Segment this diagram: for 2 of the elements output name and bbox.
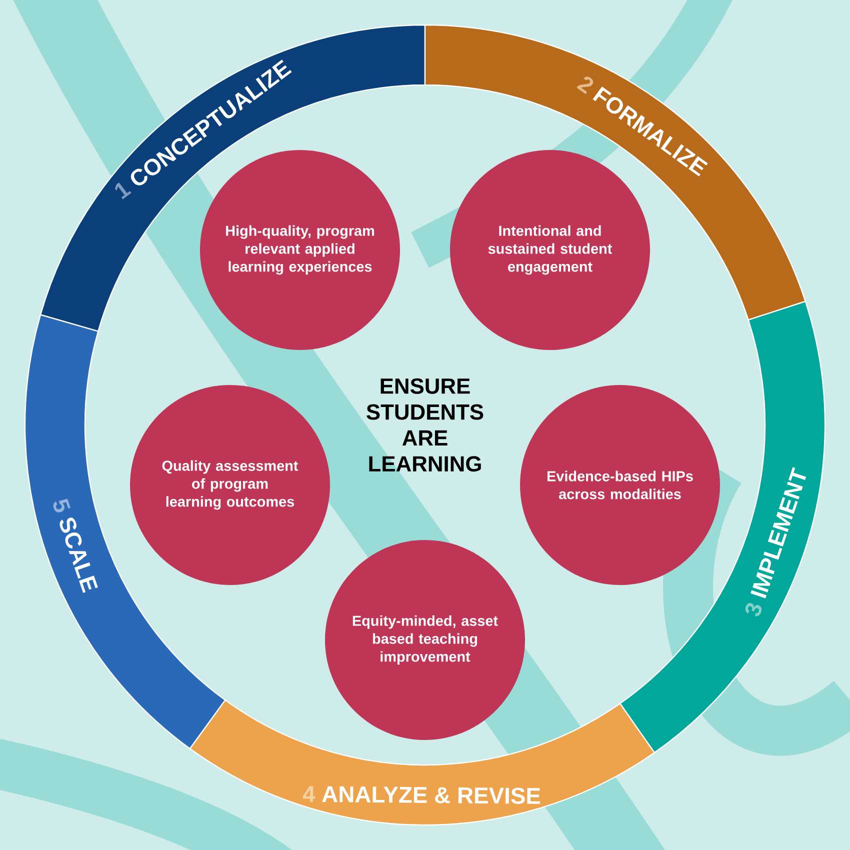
- ring-segment: 4 ANALYZE & REVISE: [189, 699, 656, 826]
- center-heading: ENSURE STUDENTS ARE LEARNING: [366, 378, 484, 472]
